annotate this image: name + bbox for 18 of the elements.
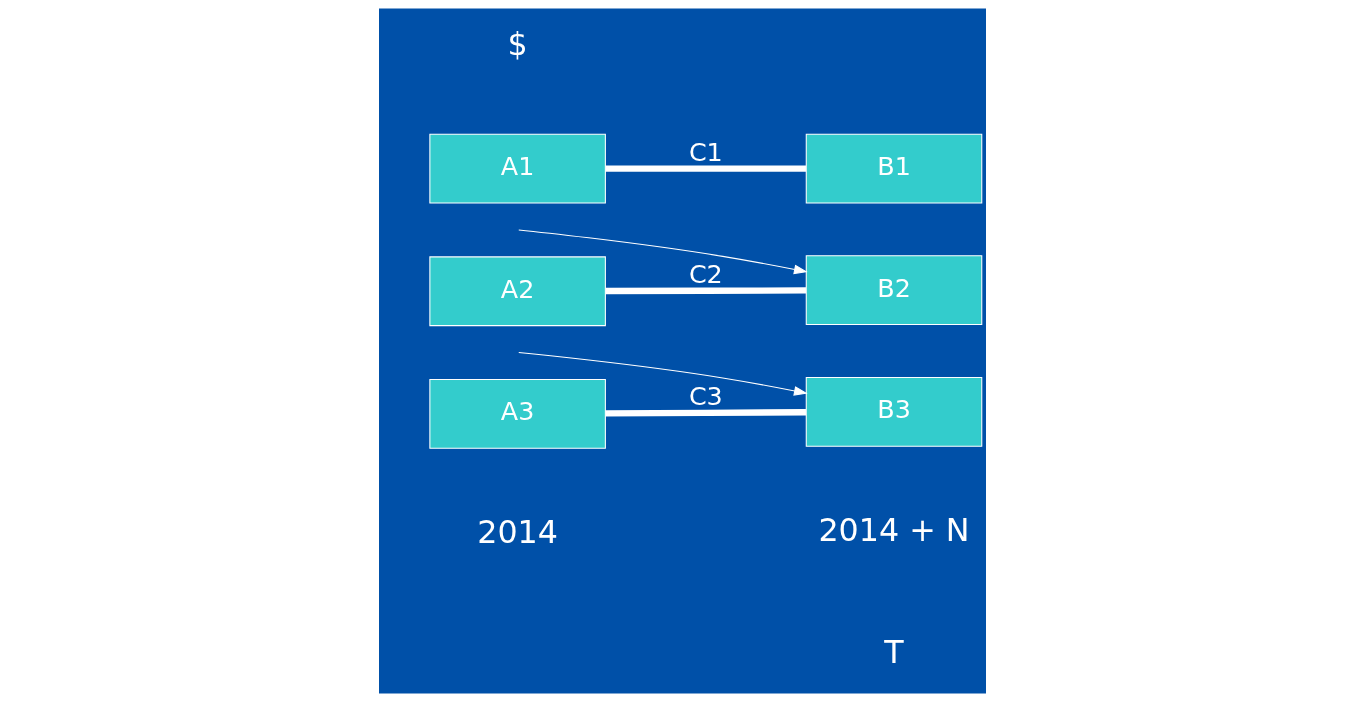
- node-box: A1: [428, 133, 606, 204]
- edge-label: C3: [688, 380, 723, 411]
- edge-label: C1: [688, 137, 723, 168]
- connector: [605, 165, 806, 172]
- arrow: [517, 352, 808, 396]
- edge-label: C2: [688, 259, 723, 290]
- label: 2014: [476, 514, 558, 551]
- connector: [604, 409, 806, 417]
- label: 2014 + N: [817, 512, 970, 549]
- label: $: [507, 25, 528, 62]
- node-box: A3: [428, 379, 606, 449]
- node-box: B2: [805, 255, 982, 326]
- connector: [604, 287, 806, 295]
- node-box: B3: [805, 376, 982, 447]
- node-box: A2: [428, 256, 606, 327]
- arrow: [517, 229, 808, 275]
- label: T: [883, 633, 904, 670]
- node-box: B1: [805, 133, 982, 204]
